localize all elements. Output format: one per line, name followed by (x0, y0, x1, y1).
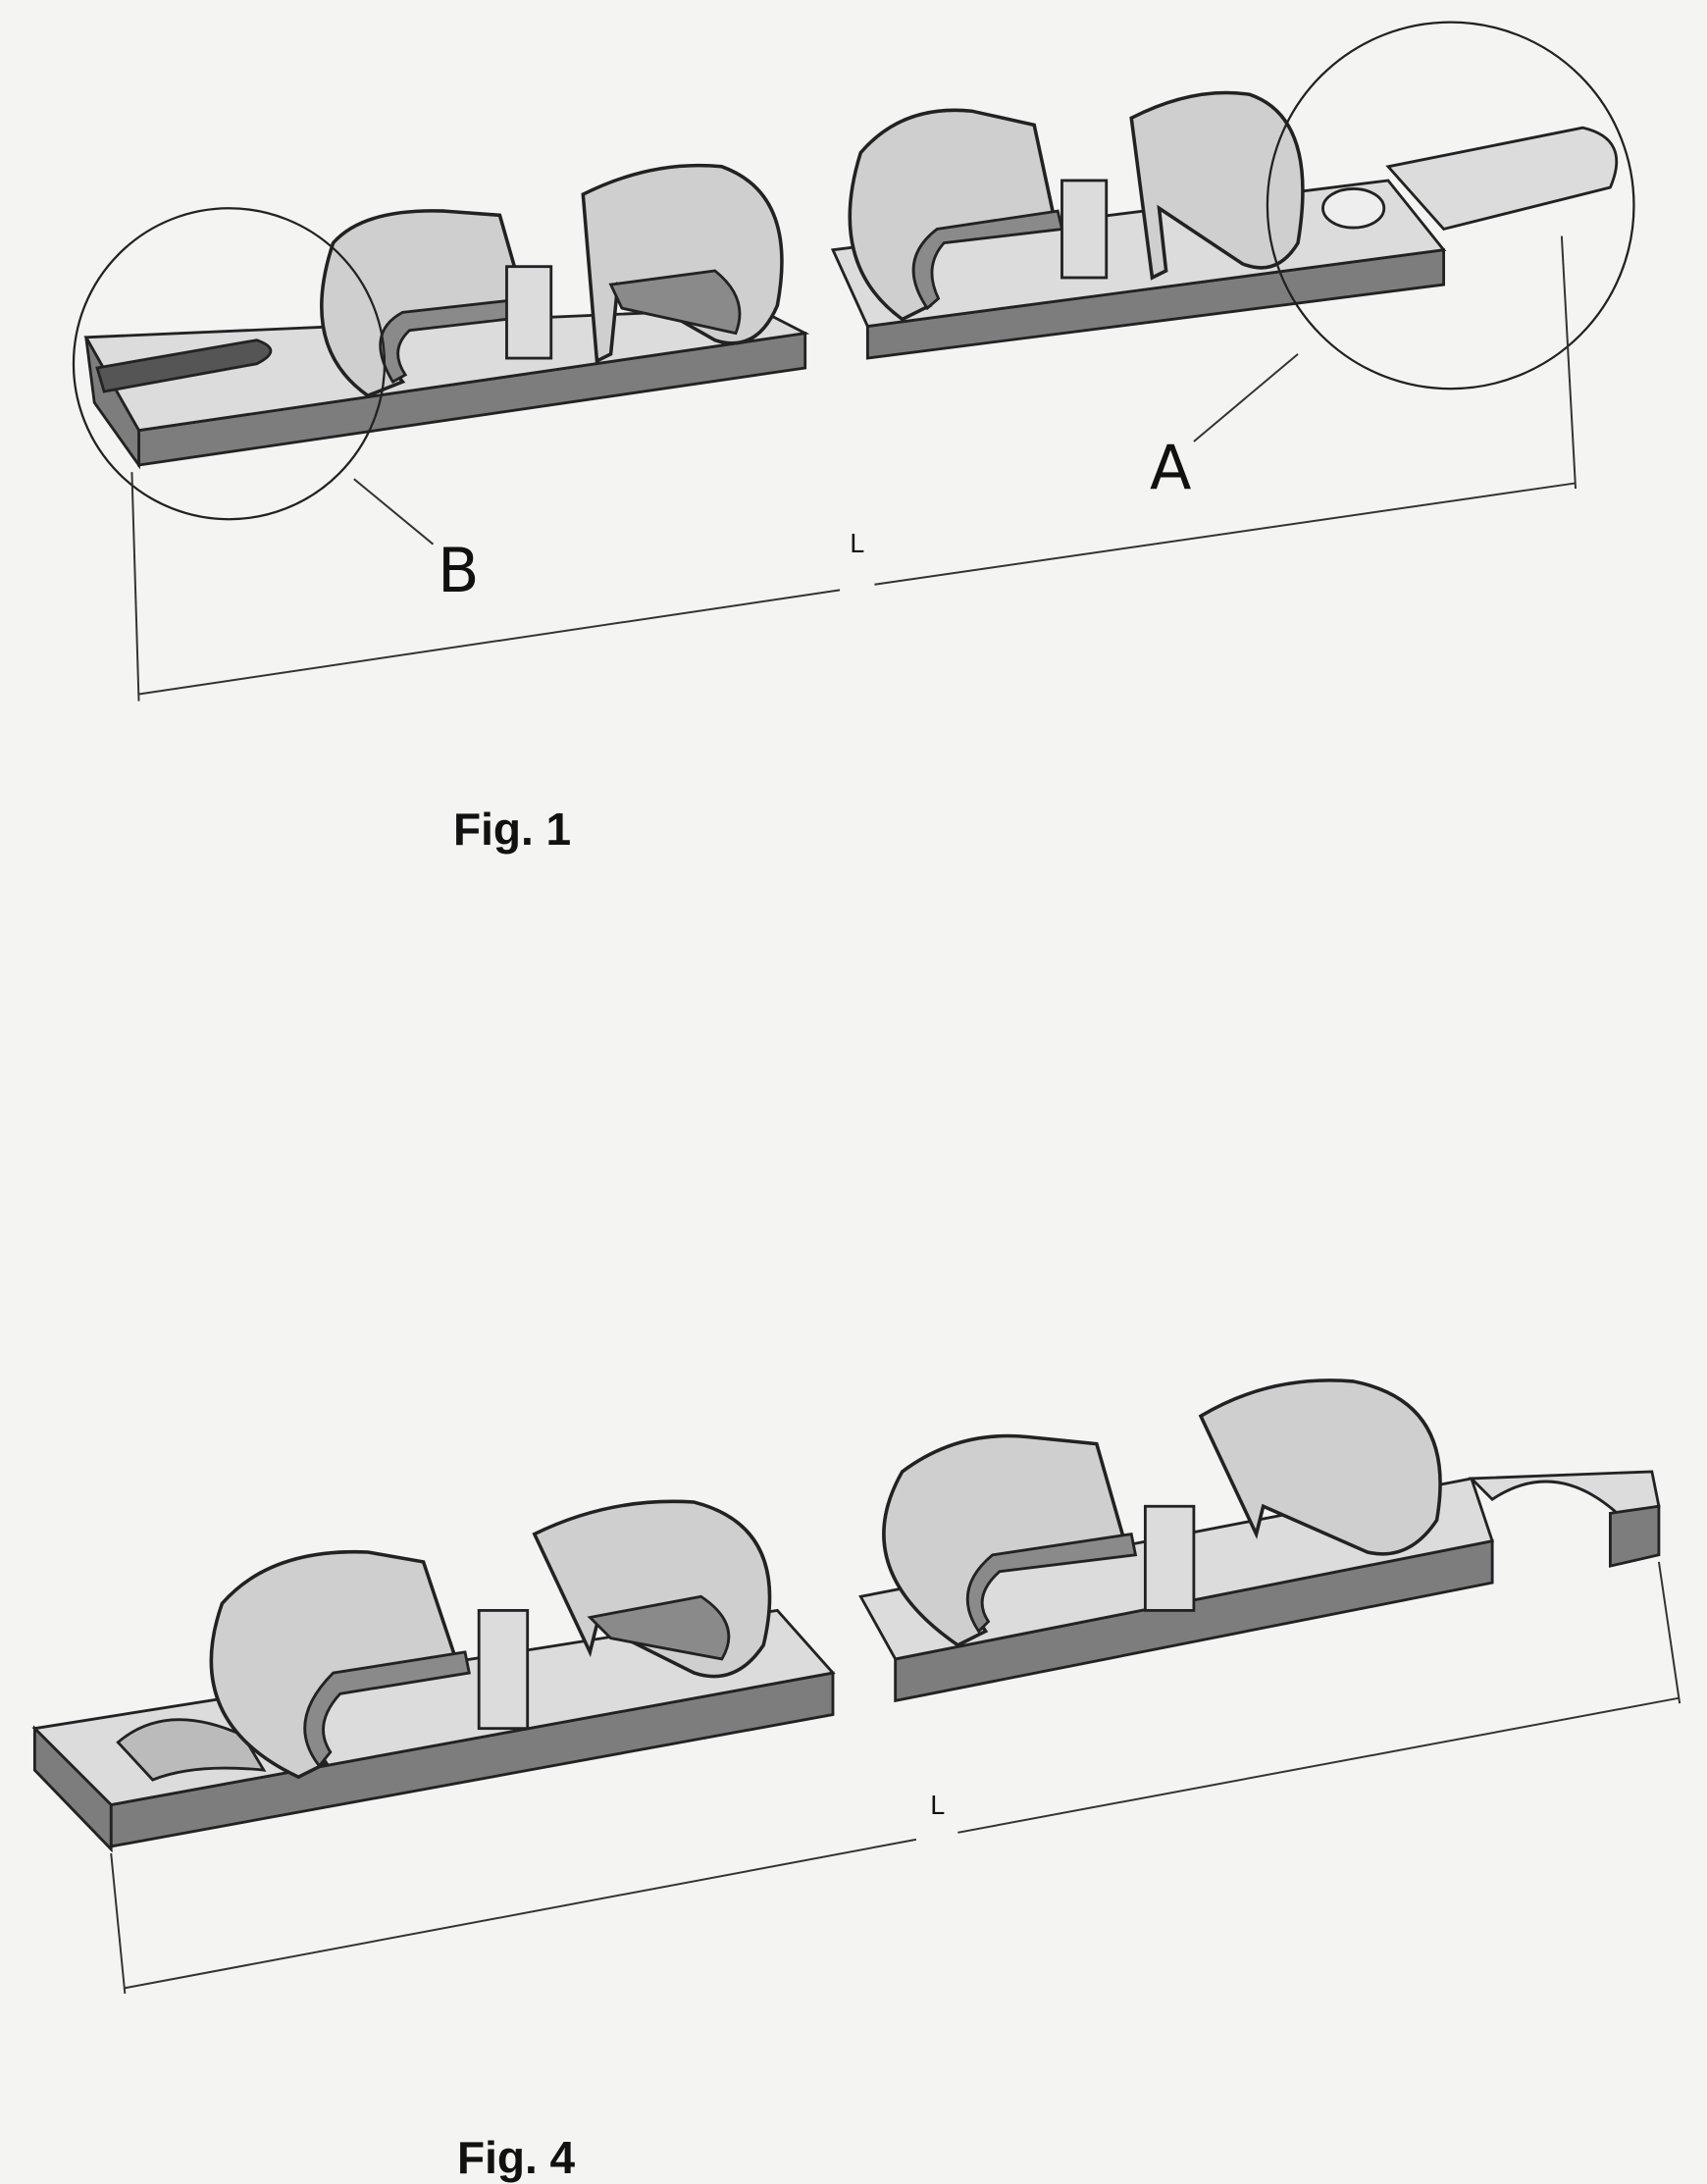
detail-circle-b (72, 207, 387, 521)
fig4-clip-1-teeth (303, 1650, 471, 1769)
fig4-extension-right (1657, 1561, 1681, 1704)
fig4-clip-3-teeth (965, 1532, 1138, 1634)
leader-line-b (353, 478, 435, 546)
detail-circle-a (1266, 21, 1635, 390)
fig4-hook-tab-front (1608, 1504, 1661, 1568)
fig4-extension-left (110, 1852, 127, 1995)
fig1-extension-right (1560, 235, 1578, 490)
leader-line-a (1193, 353, 1299, 442)
fig4-dimension-line-left (125, 1838, 917, 1990)
detail-label-b: B (438, 535, 480, 606)
fig1-caption: Fig. 1 (453, 804, 572, 855)
fig1-tongue-tab (1385, 126, 1619, 232)
fig1-clip-2-teeth (608, 269, 742, 336)
fig4-ridge (477, 1608, 530, 1731)
fig1-dimension-line-right (874, 482, 1577, 586)
fig1-ridge (505, 265, 553, 360)
fig4-clip-4 (1198, 1378, 1442, 1556)
detail-label-a: A (1150, 432, 1192, 503)
fig4-hook-tab (1468, 1470, 1661, 1515)
fig1-hole (1321, 187, 1386, 230)
fig1-ridge-2 (1060, 179, 1109, 280)
fig1-clip-3-teeth (911, 209, 1064, 311)
fig1-dimension-line-left (138, 589, 841, 696)
fig4-clip-2-teeth (587, 1594, 731, 1661)
fig1-dimension-label: L (850, 530, 864, 559)
fig4-dimension-line-right (957, 1696, 1681, 1834)
fig1-cable-holder (72, 21, 1635, 702)
fig4-left-base-side (32, 1725, 113, 1853)
fig1-clip-4 (1129, 90, 1305, 281)
fig4-hook-cutout (116, 1718, 267, 1782)
fig4-caption: Fig. 4 (457, 2132, 576, 2183)
fig4-dimension-label: L (930, 1792, 945, 1821)
fig4-ridge-2 (1143, 1504, 1196, 1612)
fig1-slot (95, 338, 273, 393)
fig4-cable-holder (31, 1378, 1681, 1995)
fig1-extension-left (130, 472, 140, 702)
